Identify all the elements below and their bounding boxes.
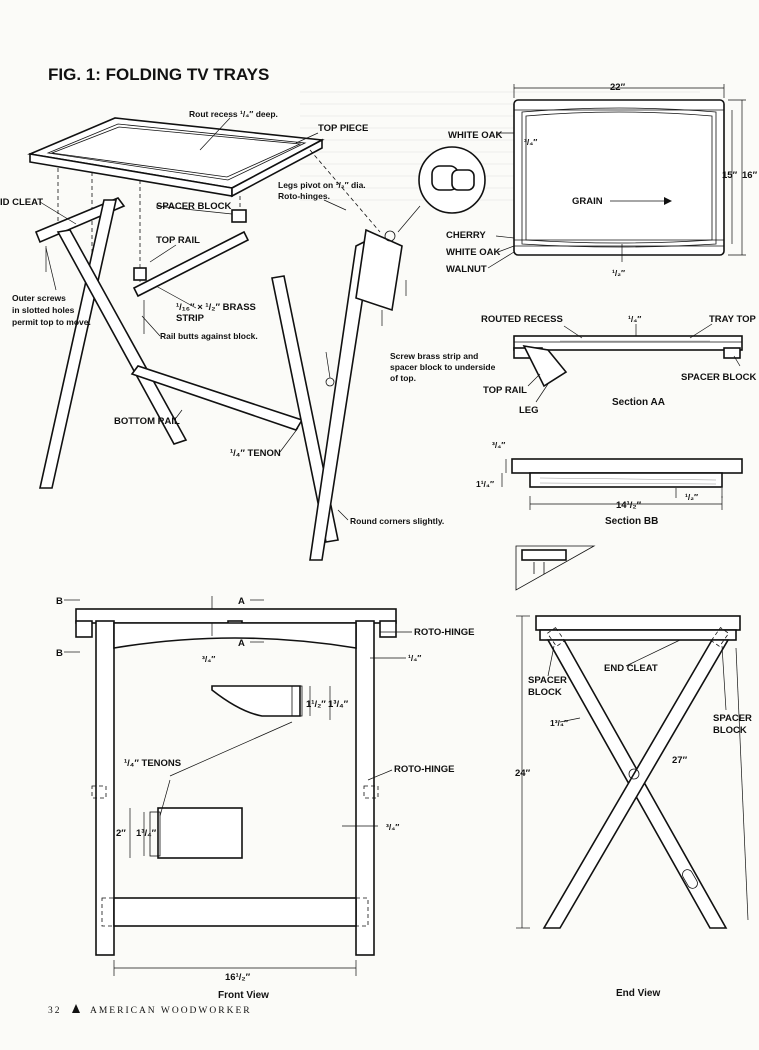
- roto-hinge-label-2: ROTO-HINGE: [394, 764, 455, 775]
- end-leg-length: 27″: [672, 755, 688, 766]
- end-view: SPACER BLOCK END CLEAT SPACER BLOCK 1³/₄…: [515, 615, 752, 999]
- top-rail-shape: [132, 230, 250, 298]
- depth-outer-dim: 16″: [742, 170, 758, 181]
- screw-brass-label-2: spacer block to underside: [390, 362, 496, 372]
- legs-pivot-label-1: Legs pivot on ¹/₂″ dia.: [278, 180, 366, 190]
- outer-screws-label-1: Outer screws: [12, 293, 66, 303]
- tray-top-label: TRAY TOP: [709, 314, 756, 325]
- grain-label: GRAIN: [572, 196, 603, 207]
- tray-top-shape: [513, 99, 725, 256]
- section-bb: ³/₄″ 1¹/₄″ 14¹/₂″ ¹/₂″ Section BB: [476, 440, 743, 527]
- section-bb-caption: Section BB: [605, 516, 658, 527]
- top-rail-label: TOP RAIL: [156, 235, 200, 246]
- routed-recess-label: ROUTED RECESS: [481, 314, 563, 325]
- roto-hinge-label-1: ROTO-HINGE: [414, 627, 475, 638]
- outer-screws-label-3: permit top to move.: [12, 317, 91, 327]
- cherry-label: CHERRY: [446, 230, 486, 241]
- end-height-dim: 24″: [515, 768, 531, 779]
- end-top-shape: [535, 615, 741, 631]
- rail-height-1: 2″: [116, 828, 126, 839]
- edge-thick-dim: ³/₄″: [524, 137, 537, 147]
- brass-strip-label-1: ¹/₁₆″ × ¹/₂″ BRASS: [176, 302, 256, 313]
- end-leg-width: 1³/₄″: [550, 718, 568, 728]
- top-piece-label: TOP PIECE: [318, 123, 368, 134]
- screw-brass-label-3: of top.: [390, 373, 416, 383]
- end-spacer-right-2: BLOCK: [713, 725, 747, 736]
- rail-height-2: 1³/₄″: [136, 828, 157, 839]
- screw-brass-label-1: Screw brass strip and: [390, 351, 478, 361]
- round-corners-label: Round corners slightly.: [350, 516, 444, 526]
- section-aa-quarter: ¹/₄″: [628, 314, 641, 324]
- depth-inner-dim: 15″: [722, 170, 738, 181]
- figure-title: FIG. 1: FOLDING TV TRAYS: [48, 65, 269, 84]
- front-three-quarter-left: ³/₄″: [202, 654, 215, 664]
- white-oak-label-2: WHITE OAK: [446, 247, 500, 258]
- front-view-caption: Front View: [218, 990, 269, 1001]
- section-aa-spacer-label: SPACER BLOCK: [681, 372, 756, 383]
- end-spacer-left-1: SPACER: [528, 675, 567, 686]
- tray-width-dim: 22″: [610, 82, 626, 93]
- section-a-bottom: A: [238, 638, 245, 649]
- top-piece-shape: [27, 117, 325, 189]
- front-width-dim: 16¹/₂″: [225, 972, 251, 983]
- front-left-leg: [95, 620, 115, 956]
- bottom-rail-label: BOTTOM RAIL: [114, 416, 180, 427]
- tenon-dim-2: 1³/₄″: [328, 699, 349, 710]
- section-aa-top-rail-label: TOP RAIL: [483, 385, 527, 396]
- section-b-bottom: B: [56, 648, 63, 659]
- end-view-caption: End View: [616, 988, 660, 999]
- tray-top-plan: 22″ WHITE OAK ³/₄″ 15″ 16″ GRAIN CHERRY …: [446, 82, 758, 278]
- exploded-view: Rout recess ¹/₄″ deep. TOP PIECE ID CLEA…: [0, 109, 496, 561]
- tenons-label: ¹/₄″ TENONS: [124, 758, 181, 769]
- front-top-rail: [113, 622, 357, 649]
- spacer-block-label: SPACER BLOCK: [156, 201, 231, 212]
- section-bb-shape: [511, 458, 743, 474]
- section-b-top: B: [56, 596, 63, 607]
- section-aa-caption: Section AA: [612, 397, 665, 408]
- end-cleat-label: ID CLEAT: [0, 197, 43, 208]
- end-cleat-label-2: END CLEAT: [604, 663, 658, 674]
- tenon-label: ¹/₄″ TENON: [230, 448, 281, 459]
- section-bb-three-quarter: ³/₄″: [492, 440, 505, 450]
- brass-strip-label-2: STRIP: [176, 313, 205, 324]
- rail-butts-label: Rail butts against block.: [160, 331, 258, 341]
- legs-pivot-label-2: Roto-hinges.: [278, 191, 330, 201]
- outer-screws-label-2: in slotted holes: [12, 305, 75, 315]
- section-aa: ROUTED RECESS ¹/₄″ TRAY TOP SPACER BLOCK…: [481, 314, 756, 416]
- front-three-quarter-right: ³/₄″: [386, 822, 399, 832]
- section-a-top: A: [238, 596, 245, 607]
- section-aa-leg-label: LEG: [519, 405, 539, 416]
- section-bb-length: 14¹/₂″: [616, 500, 642, 511]
- front-right-leg: [355, 620, 375, 956]
- section-bb-half: ¹/₂″: [685, 492, 698, 502]
- walnut-label: WALNUT: [446, 264, 487, 275]
- section-aa-shape: [513, 335, 743, 351]
- joint-detail: [515, 545, 596, 591]
- rout-recess-label: Rout recess ¹/₄″ deep.: [189, 109, 278, 119]
- tenon-dim-1: 1¹/₂″: [306, 699, 326, 710]
- front-view: B B A A ³/₄″ ROTO-HINGE ¹/₄″ 1¹/₂″ 1³/₄″…: [56, 596, 475, 1001]
- page-number: 32: [48, 1006, 62, 1016]
- end-spacer-right-1: SPACER: [713, 713, 752, 724]
- section-bb-one-quarter: 1¹/₄″: [476, 479, 494, 489]
- half-dim: ¹/₂″: [612, 268, 625, 278]
- end-leg-2: [542, 639, 730, 929]
- front-bottom-rail: [113, 897, 357, 927]
- triangle-icon: [72, 1004, 80, 1013]
- magazine-name: AMERICAN WOODWORKER: [90, 1006, 252, 1016]
- front-quarter-right: ¹/₄″: [408, 653, 421, 663]
- white-oak-label: WHITE OAK: [448, 130, 502, 141]
- end-spacer-left-2: BLOCK: [528, 687, 562, 698]
